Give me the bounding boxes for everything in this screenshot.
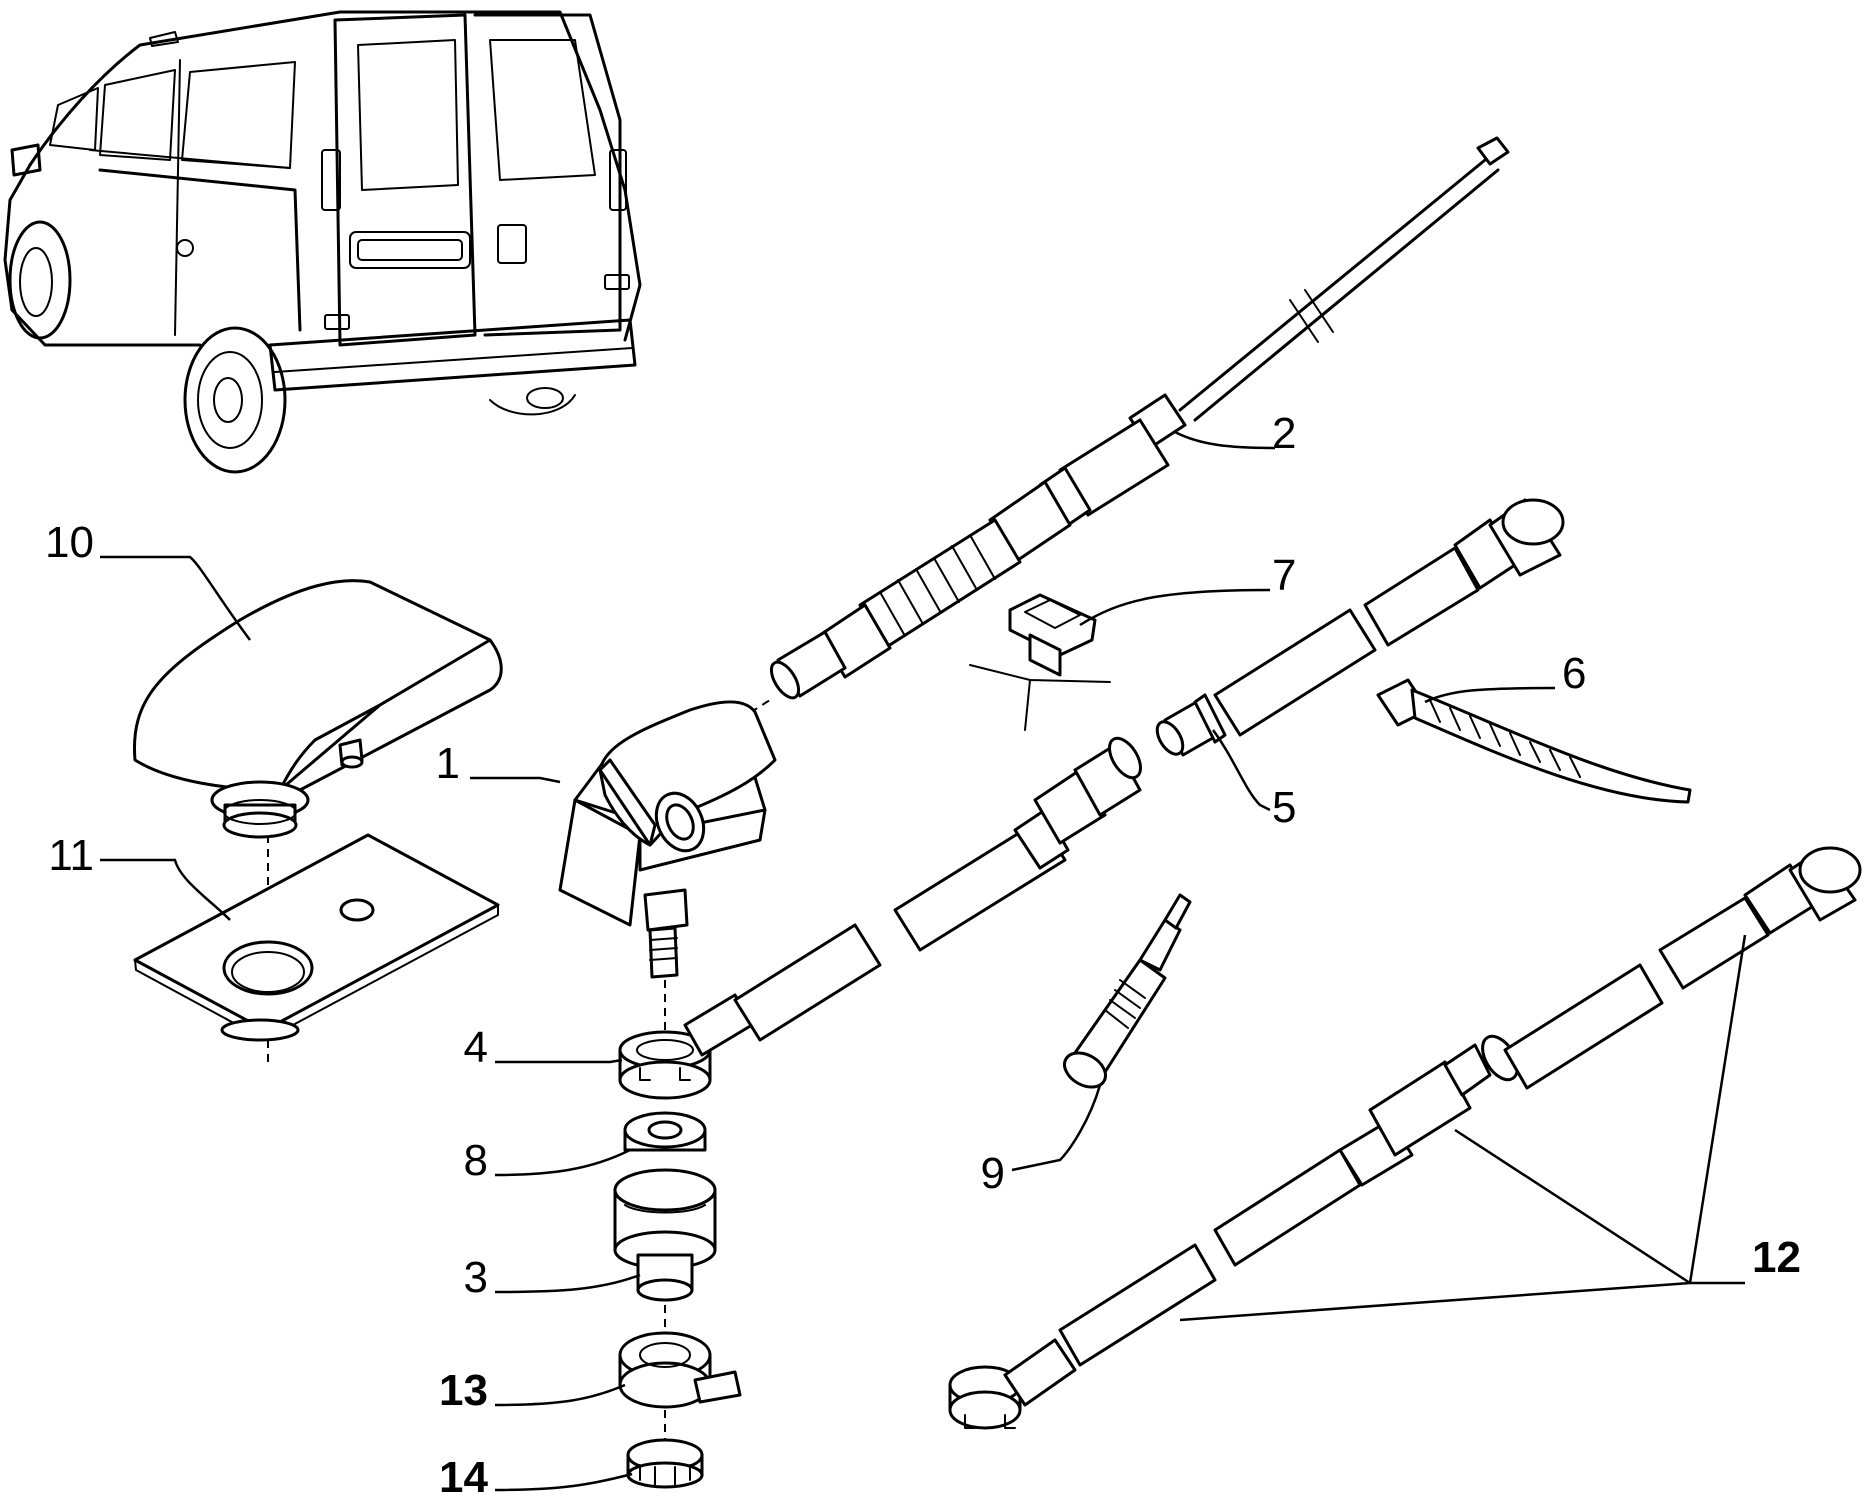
antenna-base — [558, 700, 777, 979]
base-bushing — [613, 1168, 717, 1302]
hex-nut — [623, 1111, 707, 1152]
van-illustration — [3, 10, 642, 474]
cable-clip — [969, 593, 1111, 731]
label-8: 8 — [464, 1136, 488, 1185]
label-1: 1 — [436, 739, 460, 788]
callout-labels: 2 1 7 6 5 9 10 11 4 8 3 13 14 12 — [45, 409, 1801, 1500]
leader-lines — [100, 430, 1747, 1492]
antenna-mast — [769, 136, 1510, 700]
label-9: 9 — [981, 1149, 1005, 1198]
antenna-cover — [132, 579, 503, 839]
label-14: 14 — [439, 1453, 488, 1500]
label-3: 3 — [464, 1253, 488, 1302]
antenna-adapter — [1063, 893, 1192, 1089]
gasket-plate — [133, 833, 500, 1042]
label-6: 6 — [1562, 649, 1586, 698]
label-7: 7 — [1272, 551, 1296, 600]
label-13: 13 — [439, 1366, 488, 1415]
ring-nut — [626, 1438, 704, 1489]
antenna-cable — [683, 736, 1142, 1057]
label-2: 2 — [1272, 409, 1296, 458]
ground-connector — [618, 1331, 742, 1409]
label-11: 11 — [48, 831, 94, 880]
label-4: 4 — [464, 1023, 488, 1072]
extension-cable — [948, 846, 1862, 1430]
label-12: 12 — [1752, 1233, 1801, 1282]
plug-connector — [1155, 498, 1565, 757]
cable-tie — [1376, 678, 1692, 804]
label-10: 10 — [45, 518, 94, 567]
label-5: 5 — [1272, 783, 1296, 832]
